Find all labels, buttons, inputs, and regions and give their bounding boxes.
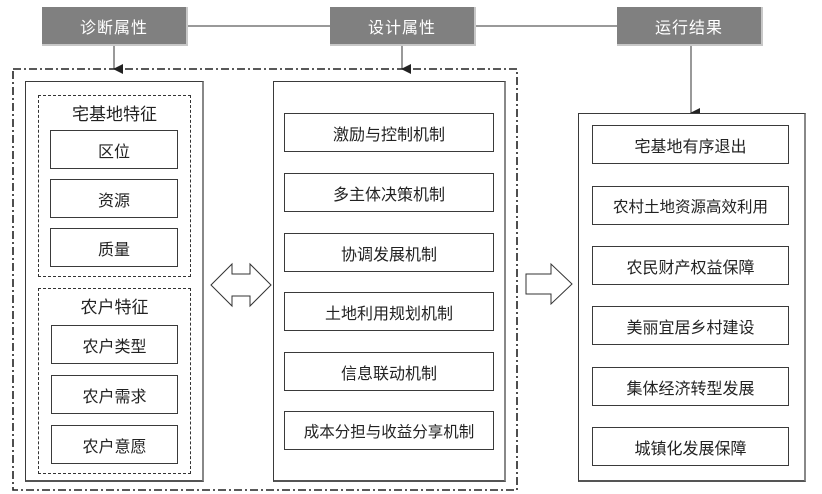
item-label: 农户意愿 <box>82 436 147 456</box>
homestead-features-title: 宅基地特征 <box>72 105 157 125</box>
homestead-item-location: 区位 <box>50 130 178 169</box>
mechanism-item: 协调发展机制 <box>284 233 494 272</box>
item-label: 多主体决策机制 <box>332 184 445 204</box>
outcome-item: 宅基地有序退出 <box>592 125 789 164</box>
farmer-features-title: 农户特征 <box>80 298 149 318</box>
header-outcome-label: 运行结果 <box>654 17 723 37</box>
item-label: 协调发展机制 <box>340 244 437 264</box>
item-label: 农民财产权益保障 <box>626 257 755 277</box>
item-label: 宅基地有序退出 <box>634 136 747 156</box>
outcome-item: 集体经济转型发展 <box>592 367 789 406</box>
item-label: 城镇化发展保障 <box>634 438 747 458</box>
item-label: 土地利用规划机制 <box>324 303 453 323</box>
outer-frame <box>12 68 518 491</box>
farmer-item-willingness: 农户意愿 <box>51 425 178 464</box>
item-label: 激励与控制机制 <box>332 124 445 144</box>
header-diagnosis-label: 诊断属性 <box>79 17 148 37</box>
mechanism-item: 土地利用规划机制 <box>284 292 494 331</box>
outcome-item: 农村土地资源高效利用 <box>592 186 789 225</box>
item-label: 资源 <box>97 190 130 210</box>
farmer-item-type: 农户类型 <box>51 325 178 364</box>
homestead-features-group: 宅基地特征 <box>38 95 191 277</box>
item-label: 成本分担与收益分享机制 <box>303 422 475 441</box>
outcome-item: 城镇化发展保障 <box>592 427 789 466</box>
item-label: 农户类型 <box>82 336 147 356</box>
outcome-item: 美丽宜居乡村建设 <box>592 306 789 345</box>
outcome-item: 农民财产权益保障 <box>592 246 789 285</box>
mechanism-item: 成本分担与收益分享机制 <box>284 411 494 450</box>
header-diagnosis: 诊断属性 <box>42 7 188 46</box>
item-label: 信息联动机制 <box>340 363 437 383</box>
item-label: 美丽宜居乡村建设 <box>626 317 755 337</box>
item-label: 集体经济转型发展 <box>626 378 755 398</box>
farmer-item-needs: 农户需求 <box>51 375 178 414</box>
bidirectional-arrow-icon <box>210 262 272 308</box>
item-label: 质量 <box>97 239 130 259</box>
item-label: 农村土地资源高效利用 <box>612 197 768 216</box>
homestead-item-resources: 资源 <box>50 179 178 218</box>
homestead-item-quality: 质量 <box>50 228 178 267</box>
mechanism-item: 信息联动机制 <box>284 352 494 391</box>
item-label: 区位 <box>97 141 130 161</box>
header-design: 设计属性 <box>330 7 476 46</box>
mechanism-item: 激励与控制机制 <box>284 113 494 152</box>
farmer-features-group: 农户特征 <box>38 288 191 474</box>
item-label: 农户需求 <box>82 386 147 406</box>
mechanism-item: 多主体决策机制 <box>284 173 494 212</box>
right-arrow-icon <box>525 262 573 306</box>
header-outcome: 运行结果 <box>617 7 763 46</box>
outcome-panel <box>578 113 806 482</box>
header-design-label: 设计属性 <box>367 17 436 37</box>
